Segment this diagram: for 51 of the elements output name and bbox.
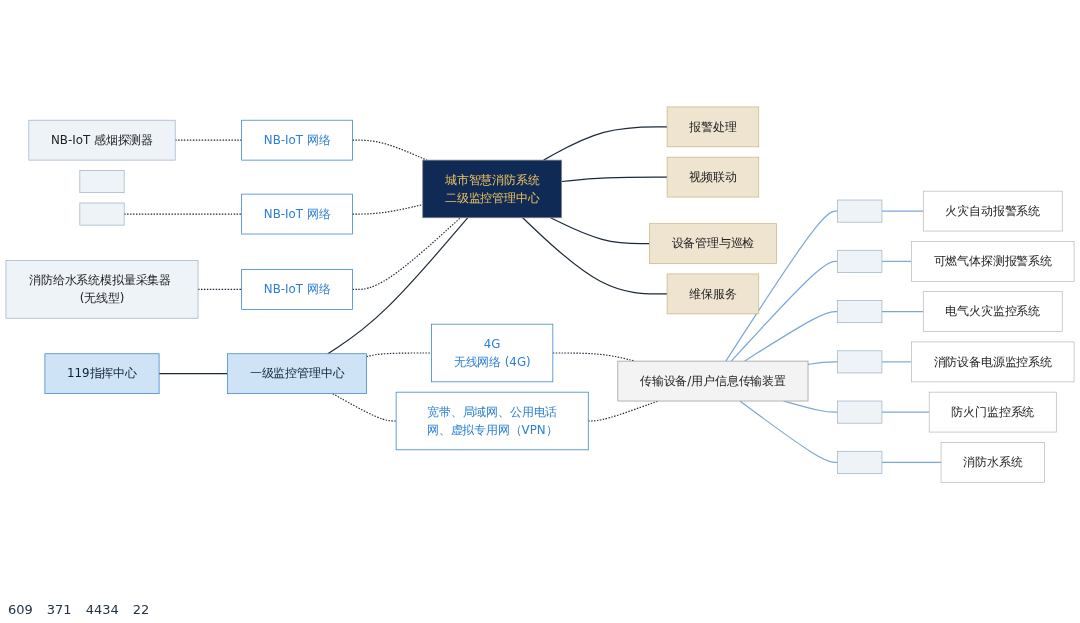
node-box: 一级监控管理中心 [227, 353, 367, 395]
connector [807, 361, 839, 366]
connector [522, 217, 668, 295]
node-box: 电气火灾监控系统 [922, 291, 1063, 333]
node-box: 报警处理 [666, 106, 760, 148]
connector [351, 217, 461, 291]
node-box [79, 170, 125, 194]
node-box: NB-IoT 网络 [241, 269, 353, 311]
node-box: 消防给水系统模拟量采集器 (无线型) [5, 260, 199, 319]
connector [881, 462, 942, 464]
node-box: NB-IoT 网络 [241, 194, 353, 235]
connector [881, 411, 930, 414]
node-box [837, 250, 883, 274]
node-box: 宽带、局域网、公用电话网、虚拟专用网（VPN） [395, 392, 589, 451]
connector [197, 289, 243, 291]
connector [881, 210, 924, 213]
screen-counter-label: 371 [46, 602, 72, 617]
node-box [837, 350, 883, 374]
node-box: 设备管理与巡检 [649, 223, 777, 265]
node-box [837, 401, 883, 424]
node-box [79, 203, 125, 226]
node-box [837, 200, 883, 223]
connector [543, 126, 668, 162]
node-box: 城市智慧消防系统 二级监控管理中心 [422, 160, 563, 219]
connector [743, 311, 839, 363]
connector [881, 361, 913, 363]
screen-counter-label: 4434 [85, 602, 119, 617]
node-box: 防火门监控系统 [928, 392, 1057, 433]
screen-counter-label: 22 [132, 602, 150, 617]
connector [327, 217, 469, 355]
node-box: 4G 无线网络 (4G) [431, 324, 554, 383]
connector [739, 400, 839, 464]
node-box [837, 300, 883, 324]
node-box: 传输设备/用户信息传输装置 [617, 361, 809, 402]
node-box: 119指挥中心 [44, 353, 160, 395]
connector [881, 261, 913, 263]
connector [881, 311, 924, 313]
connector [561, 176, 668, 183]
screen-counter-label: 609 [8, 602, 33, 617]
node-box: 火灾自动报警系统 [922, 191, 1063, 232]
connector [725, 210, 839, 363]
node-box: NB-IoT 网络 [241, 120, 353, 161]
node-box: NB-IoT 感烟探测器 [28, 120, 176, 161]
node-box: 视频联动 [666, 157, 760, 198]
connector [730, 261, 839, 363]
node-box: 消防水系统 [940, 442, 1045, 484]
node-box: 维保服务 [666, 273, 760, 315]
node-box [837, 451, 883, 475]
node-box: 消防设备电源监控系统 [911, 341, 1075, 383]
node-box: 可燃气体探测报警系统 [911, 241, 1075, 283]
connector [158, 373, 229, 375]
